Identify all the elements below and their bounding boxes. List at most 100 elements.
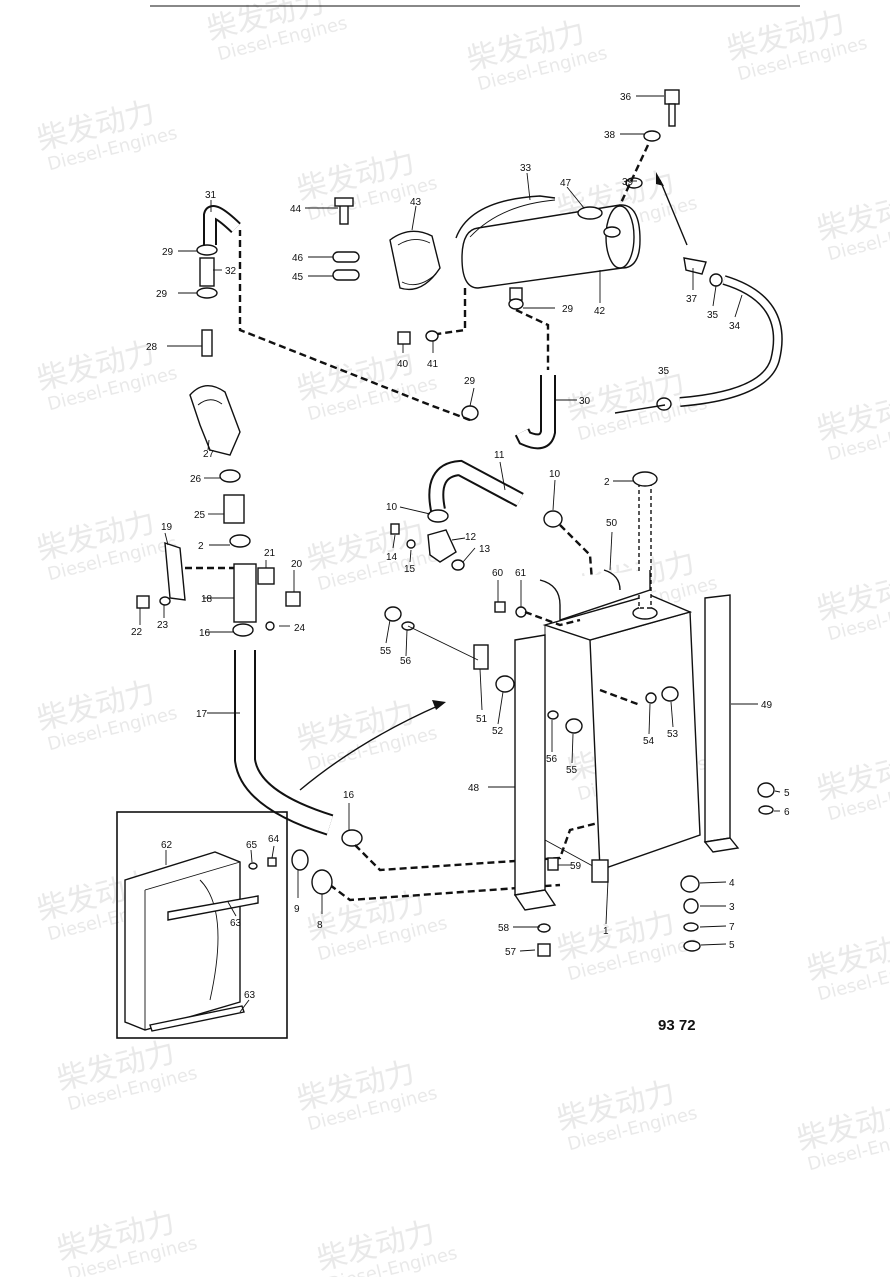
label-10-left: 10 bbox=[386, 502, 398, 513]
label-2-right: 2 bbox=[604, 477, 610, 488]
label-65: 65 bbox=[246, 840, 258, 851]
label-63-lower: 63 bbox=[244, 990, 256, 1001]
label-36: 36 bbox=[620, 92, 632, 103]
dashed-lower-hose bbox=[354, 818, 611, 872]
dashed-61 bbox=[524, 610, 581, 627]
label-55-right: 55 bbox=[566, 765, 578, 776]
label-28: 28 bbox=[146, 342, 158, 353]
label-14: 14 bbox=[386, 552, 398, 563]
label-18: 18 bbox=[201, 594, 213, 605]
label-16-left: 16 bbox=[199, 628, 211, 639]
dashed-link-41 bbox=[429, 288, 467, 337]
bolt-60 bbox=[494, 601, 506, 613]
label-30: 30 bbox=[579, 396, 591, 407]
hose-34 bbox=[656, 257, 783, 411]
label-12: 12 bbox=[465, 532, 477, 543]
bolt-40 bbox=[397, 331, 411, 345]
label-54: 54 bbox=[643, 736, 655, 747]
dashed-lower-hose-2 bbox=[329, 883, 561, 902]
hose-30 bbox=[461, 298, 556, 450]
nut-55b bbox=[565, 718, 583, 734]
label-26: 26 bbox=[190, 474, 202, 485]
washer-58 bbox=[537, 923, 551, 933]
label-4: 4 bbox=[729, 878, 735, 889]
label-10-right: 10 bbox=[549, 469, 561, 480]
expansion-tank bbox=[455, 195, 641, 301]
label-56-left: 56 bbox=[400, 656, 412, 667]
label-45: 45 bbox=[292, 272, 304, 283]
label-49: 49 bbox=[761, 700, 773, 711]
label-5-top: 5 bbox=[784, 788, 790, 799]
label-41: 41 bbox=[427, 359, 439, 370]
radiator bbox=[542, 471, 701, 883]
label-29-lower: 29 bbox=[156, 289, 168, 300]
label-55-left: 55 bbox=[380, 646, 392, 657]
filler-cap-parts bbox=[618, 89, 680, 206]
label-42: 42 bbox=[594, 306, 606, 317]
label-19: 19 bbox=[161, 522, 173, 533]
washer-41 bbox=[425, 330, 439, 342]
spacer-45 bbox=[332, 269, 360, 281]
dashed-53 bbox=[599, 688, 641, 707]
dashed-top-hose bbox=[559, 524, 597, 621]
label-11: 11 bbox=[494, 450, 505, 461]
tank-clamp bbox=[389, 230, 441, 291]
label-25: 25 bbox=[194, 510, 206, 521]
label-46: 46 bbox=[292, 253, 304, 264]
pipe-connector-18 bbox=[136, 541, 301, 637]
label-32: 32 bbox=[225, 266, 237, 277]
label-63-upper: 63 bbox=[230, 918, 242, 929]
arrow-37 bbox=[659, 179, 688, 246]
label-37: 37 bbox=[686, 294, 698, 305]
washer-56b bbox=[547, 710, 559, 720]
label-1: 1 bbox=[603, 926, 609, 937]
hose-8 bbox=[311, 869, 333, 895]
label-48: 48 bbox=[468, 783, 480, 794]
label-13: 13 bbox=[479, 544, 491, 555]
label-64: 64 bbox=[268, 834, 280, 845]
label-57: 57 bbox=[505, 947, 517, 958]
label-15: 15 bbox=[404, 564, 416, 575]
dashed-return-line bbox=[238, 230, 471, 422]
label-35-bottom: 35 bbox=[658, 366, 670, 377]
label-2-left: 2 bbox=[198, 541, 204, 552]
label-5-bottom: 5 bbox=[729, 940, 735, 951]
label-47: 47 bbox=[560, 178, 572, 189]
side-frame-49 bbox=[703, 594, 740, 853]
label-56-right: 56 bbox=[546, 754, 558, 765]
label-52: 52 bbox=[492, 726, 504, 737]
label-9: 9 bbox=[294, 904, 300, 915]
part-labels: 36 38 39 33 47 43 44 46 45 42 29 40 41 2… bbox=[131, 92, 790, 1001]
label-27: 27 bbox=[203, 449, 215, 460]
label-23: 23 bbox=[157, 620, 169, 631]
figure-number: 93 72 bbox=[658, 1017, 696, 1034]
bracket-50 bbox=[539, 570, 651, 621]
label-29-upper: 29 bbox=[162, 247, 174, 258]
washer-61 bbox=[515, 606, 527, 618]
label-29-tank: 29 bbox=[562, 304, 574, 315]
label-39: 39 bbox=[622, 177, 634, 188]
label-29-elbow: 29 bbox=[464, 376, 476, 387]
label-43: 43 bbox=[410, 197, 422, 208]
label-24: 24 bbox=[294, 623, 306, 634]
washer-65 bbox=[248, 862, 258, 870]
